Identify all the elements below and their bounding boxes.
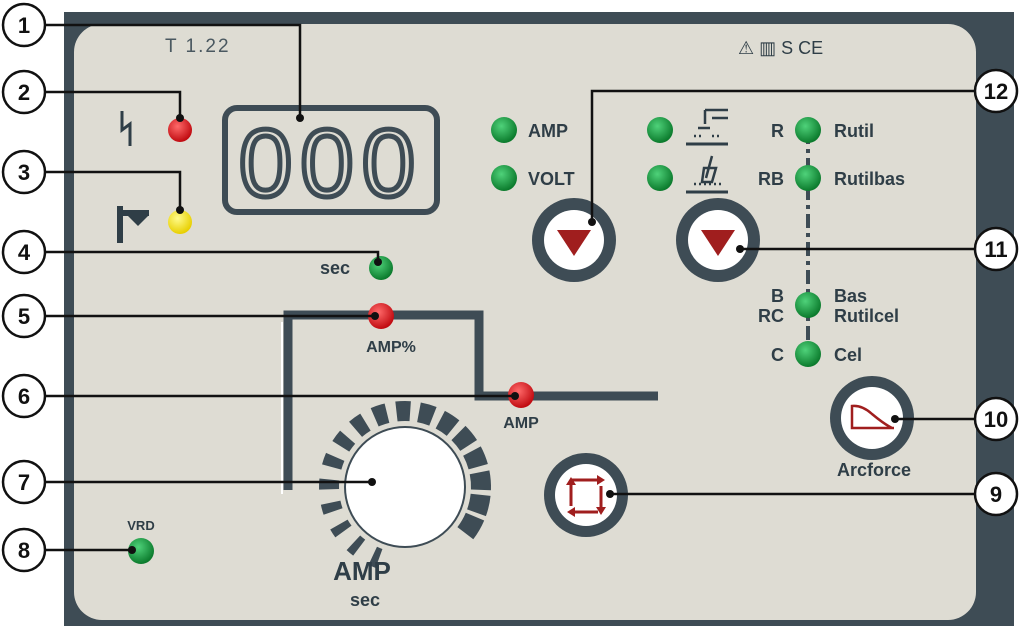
knob-amp-label: AMP [333,556,391,586]
knob-scale-segment [320,500,343,515]
knob-scale-segment [330,519,352,538]
mma-led [647,165,673,191]
electrode-led-r [795,117,821,143]
knob-scale-segment [346,535,366,556]
callout-number: 7 [18,470,30,495]
knob-scale-segment [370,403,390,427]
knob-scale-segment [469,470,491,491]
volt-led [491,165,517,191]
tig-led [647,117,673,143]
electrode-name-r: Rutil [834,121,874,141]
overheat-led [168,210,192,234]
callout-number: 11 [984,237,1007,262]
current-amp-led [508,382,534,408]
electrode-led-rb [795,165,821,191]
callout-1: 1 [1,2,47,48]
model-label: T 1.22 [165,36,231,57]
knob-scale-segment [395,400,411,422]
vrd-label: VRD [127,518,154,533]
callout-number: 4 [18,240,31,265]
callout-number: 12 [984,79,1008,104]
electrode-code-r: R [771,121,784,141]
mode-cycle-button[interactable] [544,453,628,537]
sec-label: sec [320,258,350,278]
tig-torch-icon [686,108,728,146]
callout-number: 8 [18,538,30,563]
cycle-arrows-icon [566,475,606,517]
amp-label: AMP [528,121,568,141]
process-select-button[interactable] [676,198,760,282]
parameter-path [283,310,658,490]
torch-icon [117,206,149,243]
display-select-button[interactable] [532,198,616,282]
knob-scale [319,400,491,568]
stick-electrode-icon [686,155,728,194]
amp-percent-label: AMP% [366,339,416,356]
callout-number: 1 [18,13,30,38]
certification-marks: ⚠ ▥ S CE [738,38,823,58]
callout-leader-dots [128,114,899,554]
callout-11: 11 [973,226,1019,272]
callout-6: 6 [1,373,47,419]
electrode-name-rc: Rutilcel [834,306,899,326]
arcforce-curve-icon [850,404,894,430]
panel-face [74,24,976,620]
amp-led [491,117,517,143]
callout-number: 2 [18,80,30,105]
callout-9: 9 [973,471,1019,517]
callout-3: 3 [1,149,47,195]
callout-4: 4 [1,229,47,275]
electrode-code-b: B [771,286,784,306]
electrode-name-b: Bas [834,286,867,306]
knob-scale-segment [332,430,356,452]
callout-7: 7 [1,459,47,505]
knob-scale-segment [417,402,437,426]
electrode-led-c [795,341,821,367]
vrd-led [128,538,154,564]
knob-scale-segment [368,546,383,568]
warning-led [168,118,192,142]
arcforce-button[interactable] [830,376,914,460]
callout-12: 12 [973,68,1019,114]
callout-2: 2 [1,69,47,115]
digital-display: 000 [222,105,440,220]
callout-8: 8 [1,527,47,573]
display-digits: 000 [239,110,423,217]
electrode-code-rb: RB [758,169,784,189]
callout-number: 5 [18,304,30,329]
hotstart-amp-percent-led [368,303,394,329]
callout-5: 5 [1,293,47,339]
electrode-name-c: Cel [834,345,862,365]
knob-sec-label: sec [350,590,380,610]
electrode-code-rc: RC [758,306,784,326]
electrode-name-rb: Rutilbas [834,169,905,189]
knob-scale-segment [467,493,491,517]
callout-number: 3 [18,160,30,185]
knob-scale-segment [349,413,371,437]
knob-scale-segment [463,446,488,470]
electrode-led-b-rc [795,292,821,318]
callout-number: 6 [18,384,30,409]
callout-number: 9 [990,482,1002,507]
knob-scale-segment [451,425,478,451]
knob-scale-segment [322,452,345,470]
arcforce-label: Arcforce [837,460,911,480]
knob-scale-segment [435,410,460,436]
volt-label: VOLT [528,169,575,189]
knob-scale-segment [457,512,485,540]
amp-small-label: AMP [503,415,539,432]
adjustment-knob[interactable] [344,426,466,548]
callout-number: 10 [984,407,1008,432]
power-flash-icon [120,111,132,146]
callout-10: 10 [973,396,1019,442]
electrode-code-c: C [771,345,784,365]
